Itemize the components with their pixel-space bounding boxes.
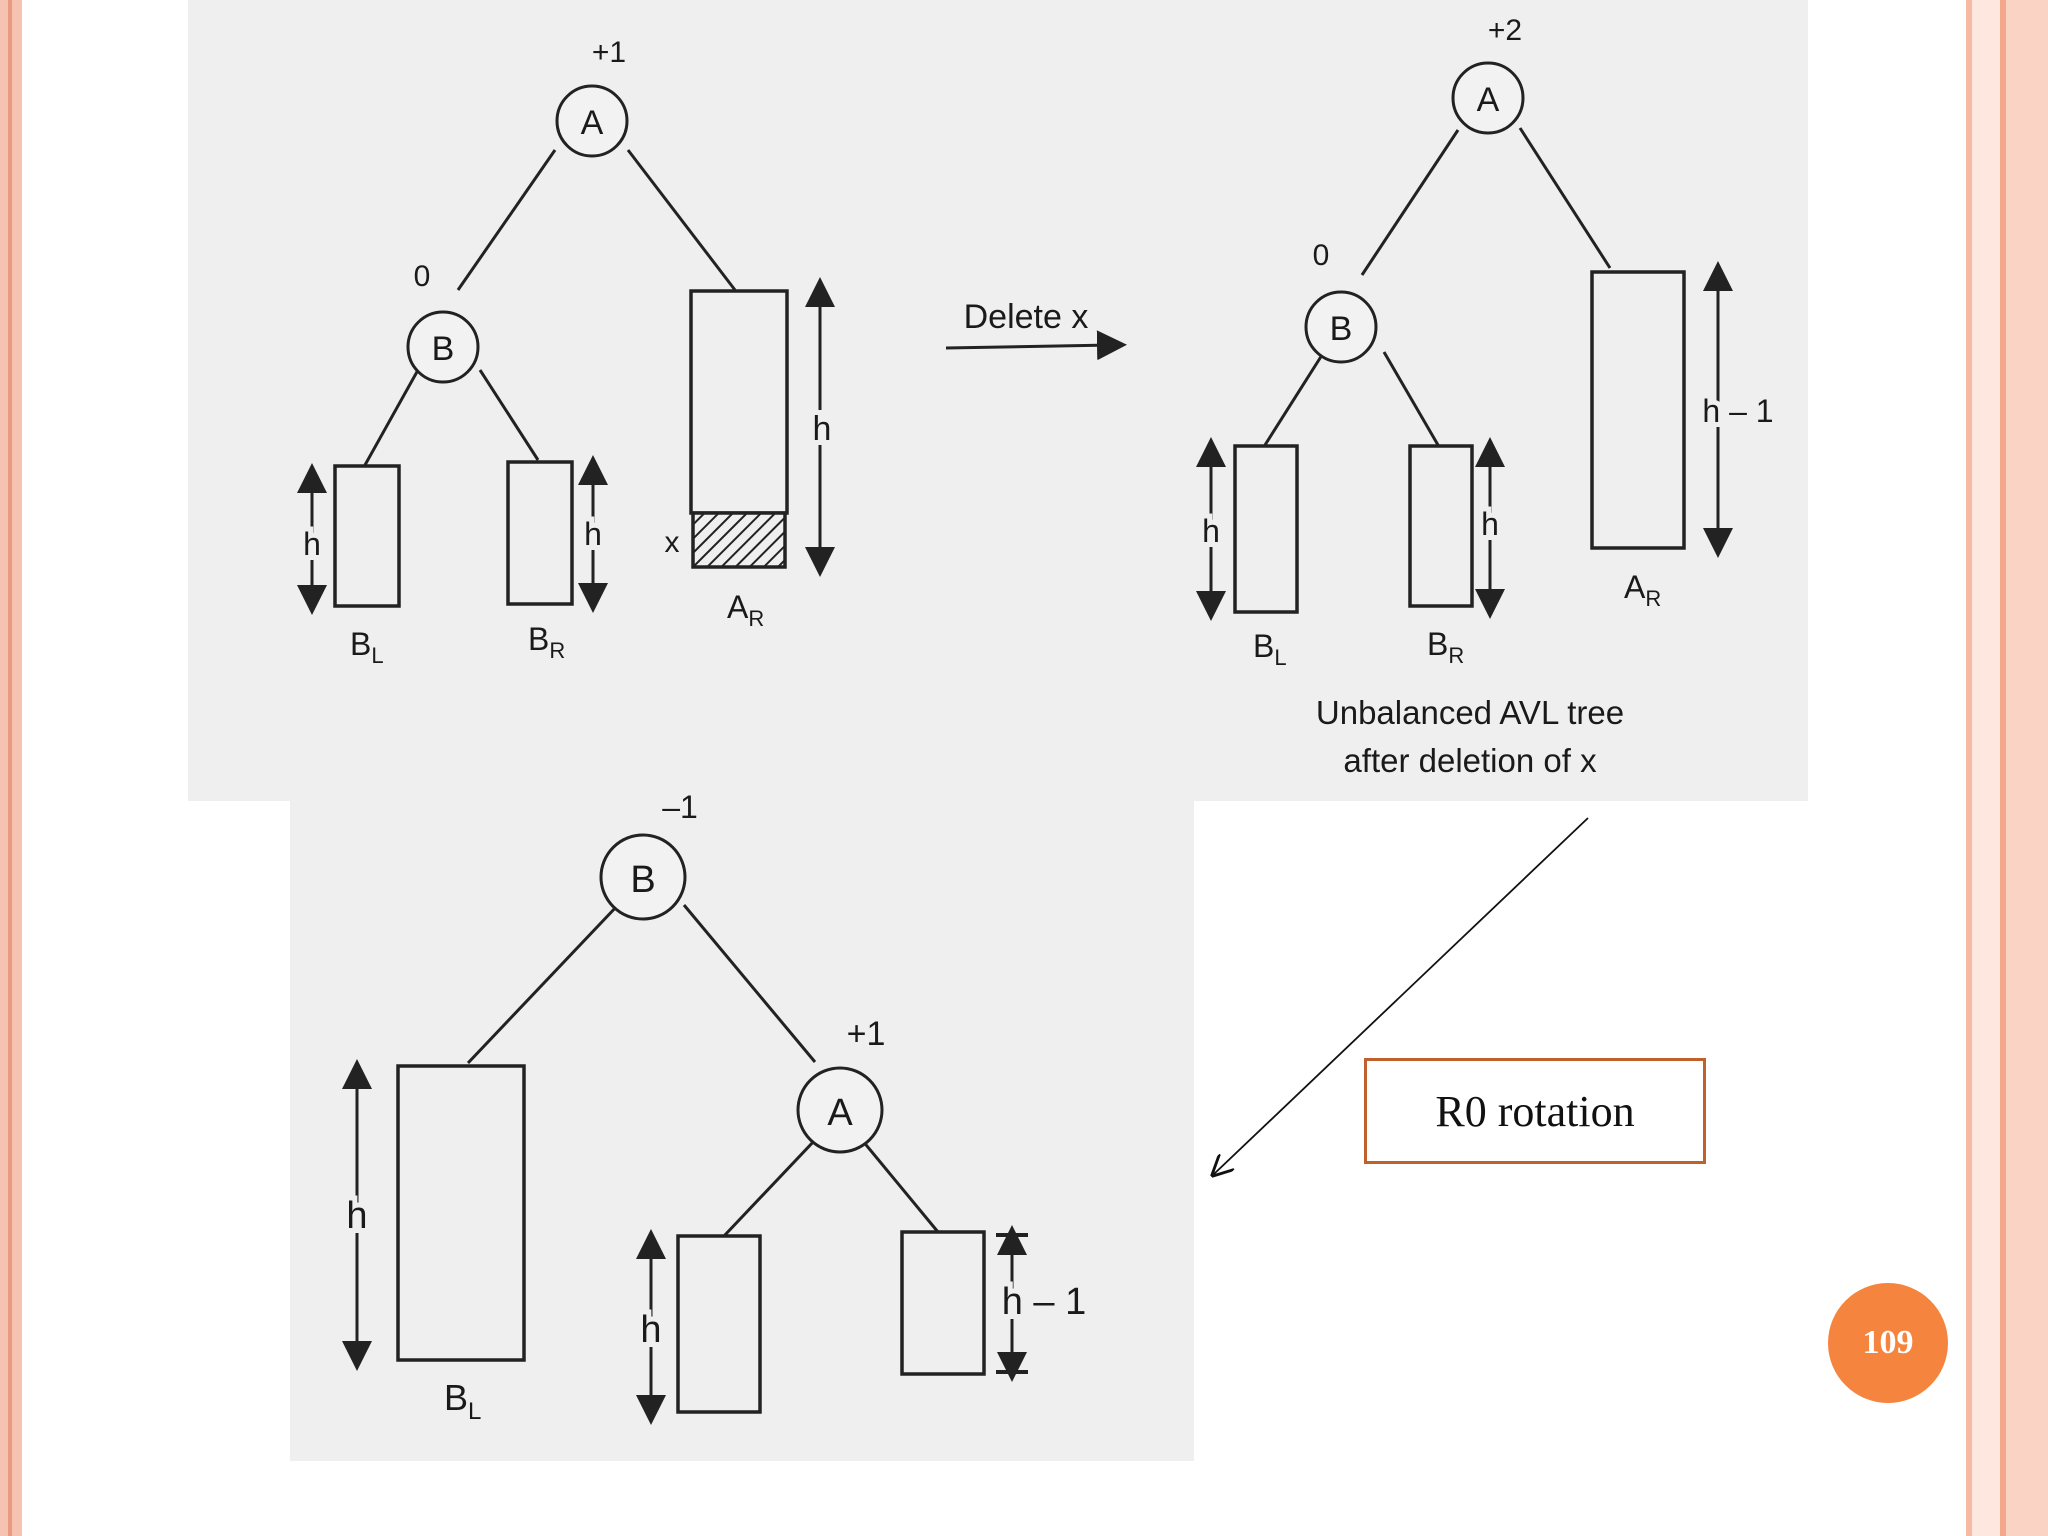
delete-operation-label: Delete x [964, 298, 1089, 336]
edge-a-ar-after [1518, 127, 1612, 269]
edge-a-b-after [1360, 129, 1460, 276]
node-b-after-balance: 0 [1313, 239, 1330, 272]
rotation-label: R0 rotation [1435, 1086, 1635, 1136]
height-label-a-left-rot: h [640, 1309, 661, 1351]
height-label-bl-rot: h [346, 1195, 367, 1237]
subtree-ar [689, 289, 789, 515]
height-label-bl: h [303, 526, 321, 562]
rotation-label-box: R0 rotation [1364, 1058, 1706, 1164]
edge-b-a-rot [682, 904, 817, 1063]
node-a-rot [796, 1066, 884, 1154]
node-a-after-balance: +2 [1488, 14, 1522, 47]
edge-b-br [478, 369, 540, 461]
edge-a-left-rot [722, 1138, 817, 1238]
edge-b-bl [363, 369, 420, 466]
node-a-rot-label: A [827, 1092, 853, 1134]
page-number-badge: 109 [1828, 1283, 1948, 1403]
subtree-ar-after [1590, 270, 1686, 550]
subtree-a-left-rot [676, 1234, 762, 1414]
node-b-rot-balance: –1 [662, 789, 698, 825]
node-b [406, 310, 480, 384]
tree-after: A +2 B 0 h h h – 1 BL BR AR Unbalanced A… [1196, 14, 1779, 779]
subtree-bl-rot [396, 1064, 526, 1362]
caption-after-deletion: after deletion of x [1343, 742, 1597, 779]
node-a-rot-balance: +1 [847, 1015, 886, 1053]
page-number: 109 [1862, 1324, 1914, 1361]
height-label-br: h [584, 516, 602, 552]
node-a-after [1451, 61, 1525, 135]
subtree-br [506, 460, 574, 606]
label-br: BR [528, 621, 565, 663]
label-ar: AR [727, 589, 764, 631]
delete-operation: Delete x [945, 298, 1127, 361]
deleted-node-hatch [691, 511, 787, 569]
caption-unbalanced: Unbalanced AVL tree [1316, 694, 1624, 731]
subtree-bl-after [1233, 444, 1299, 614]
height-label-bl-after: h [1202, 513, 1220, 549]
edge-b-bl-rot [466, 903, 620, 1065]
node-b-rot-label: B [630, 859, 655, 901]
edge-b-br-after [1382, 351, 1440, 446]
node-a-label: A [581, 104, 604, 142]
slide-frame-right [1962, 0, 2048, 1536]
node-b-balance: 0 [414, 260, 431, 293]
node-a-balance: +1 [592, 36, 626, 69]
edge-a-ar [626, 149, 737, 291]
tree-rotated: B –1 A +1 h h h – 1 BL [341, 789, 1091, 1425]
deleted-marker-x: x [665, 526, 680, 559]
node-b-after-label: B [1330, 310, 1353, 348]
subtree-bl [333, 464, 401, 608]
height-label-ar-after: h – 1 [1702, 393, 1773, 429]
node-a-after-label: A [1477, 81, 1500, 119]
height-label-a-right-rot: h – 1 [1002, 1281, 1087, 1323]
node-b-label: B [432, 330, 455, 368]
node-b-rot [599, 833, 687, 921]
subtree-br-after [1408, 444, 1474, 608]
node-a [555, 84, 629, 158]
label-bl-after: BL [1253, 628, 1287, 670]
label-bl: BL [350, 626, 384, 668]
delete-operation-arrow [945, 330, 1127, 361]
edge-a-right-rot [860, 1139, 940, 1233]
subtree-a-right-rot [900, 1230, 986, 1376]
rotation-connector-arrow [1214, 817, 1589, 1174]
height-label-br-after: h [1481, 506, 1499, 542]
tree-before: A +1 B 0 h h h x BL BR AR [297, 36, 836, 668]
label-br-after: BR [1427, 626, 1464, 668]
slide-frame-left [0, 0, 22, 1536]
label-bl-rot: BL [444, 1377, 481, 1425]
height-label-ar: h [813, 410, 832, 448]
scanned-figure-top [188, 0, 1808, 801]
edge-a-b [456, 149, 557, 291]
label-ar-after: AR [1624, 569, 1661, 611]
node-b-after [1304, 290, 1378, 364]
edge-b-bl-after [1263, 354, 1324, 446]
